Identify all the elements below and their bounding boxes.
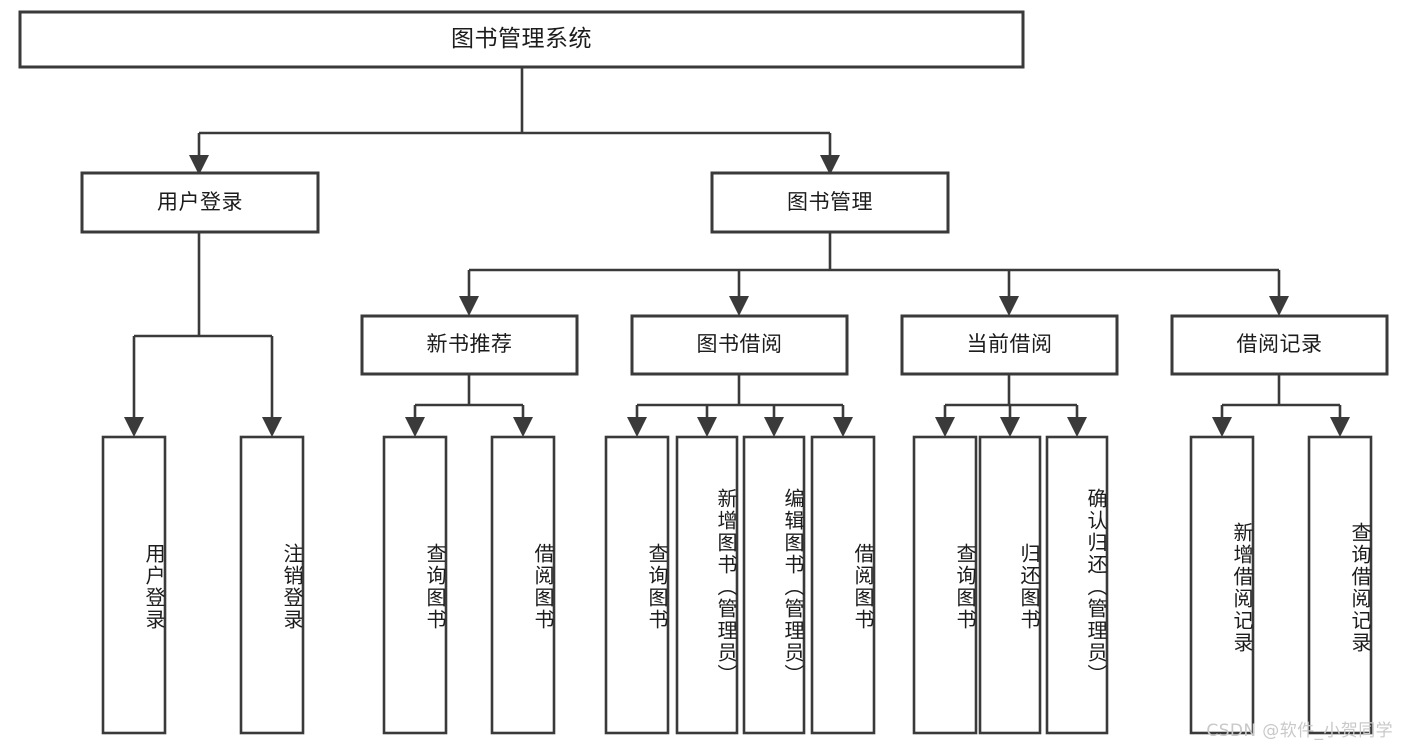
arrow-head-user-login <box>189 155 209 175</box>
node-box-book-borrow[interactable] <box>630 314 849 376</box>
node-root[interactable] <box>20 12 1023 67</box>
arrow-head-book-borrow <box>729 296 749 316</box>
arrow-head-current-borrow <box>999 296 1019 316</box>
node-current-borrow[interactable] <box>902 316 1117 374</box>
arrow-head-book-manage <box>820 155 840 175</box>
arrow-head-leaf-10 <box>1000 417 1020 437</box>
node-box-root[interactable] <box>18 10 1025 69</box>
arrow-head-leaf-8 <box>833 417 853 437</box>
node-book-manage[interactable] <box>712 173 948 232</box>
node-box-leaf-2[interactable] <box>239 435 305 735</box>
node-box-leaf-1[interactable] <box>101 435 167 735</box>
node-box-leaf-6[interactable] <box>675 435 739 735</box>
node-user-login[interactable] <box>82 173 318 232</box>
node-box-leaf-4[interactable] <box>490 435 556 735</box>
arrow-head-leaf-11 <box>1067 417 1087 437</box>
node-box-leaf-5[interactable] <box>604 435 670 735</box>
node-box-leaf-12[interactable] <box>1189 435 1255 735</box>
csdn-watermark: CSDN @软件_小贺同学 <box>1206 721 1393 741</box>
node-box-leaf-8[interactable] <box>810 435 876 735</box>
node-box-leaf-10[interactable] <box>978 435 1042 735</box>
node-box-book-manage[interactable] <box>710 171 950 234</box>
node-box-leaf-13[interactable] <box>1307 435 1373 735</box>
arrow-head-leaf-1 <box>124 417 144 437</box>
arrow-head-leaf-12 <box>1212 417 1232 437</box>
node-box-leaf-9[interactable] <box>912 435 978 735</box>
node-new-book-rec[interactable] <box>362 316 577 374</box>
arrow-head-leaf-6 <box>697 417 717 437</box>
node-box-user-login[interactable] <box>80 171 320 234</box>
arrow-head-leaf-13 <box>1330 417 1350 437</box>
arrow-head-borrow-record <box>1269 296 1289 316</box>
arrow-head-new-book-rec <box>459 296 479 316</box>
arrow-head-leaf-4 <box>513 417 533 437</box>
arrow-head-leaf-2 <box>262 417 282 437</box>
arrow-head-leaf-5 <box>627 417 647 437</box>
node-book-borrow[interactable] <box>632 316 847 374</box>
node-box-new-book-rec[interactable] <box>360 314 579 376</box>
node-box-leaf-7[interactable] <box>742 435 806 735</box>
arrow-head-leaf-3 <box>405 417 425 437</box>
node-box-leaf-3[interactable] <box>382 435 448 735</box>
arrow-head-leaf-9 <box>935 417 955 437</box>
arrow-head-leaf-7 <box>764 417 784 437</box>
node-box-leaf-11[interactable] <box>1045 435 1109 735</box>
node-box-current-borrow[interactable] <box>900 314 1119 376</box>
node-borrow-record[interactable] <box>1172 316 1387 374</box>
